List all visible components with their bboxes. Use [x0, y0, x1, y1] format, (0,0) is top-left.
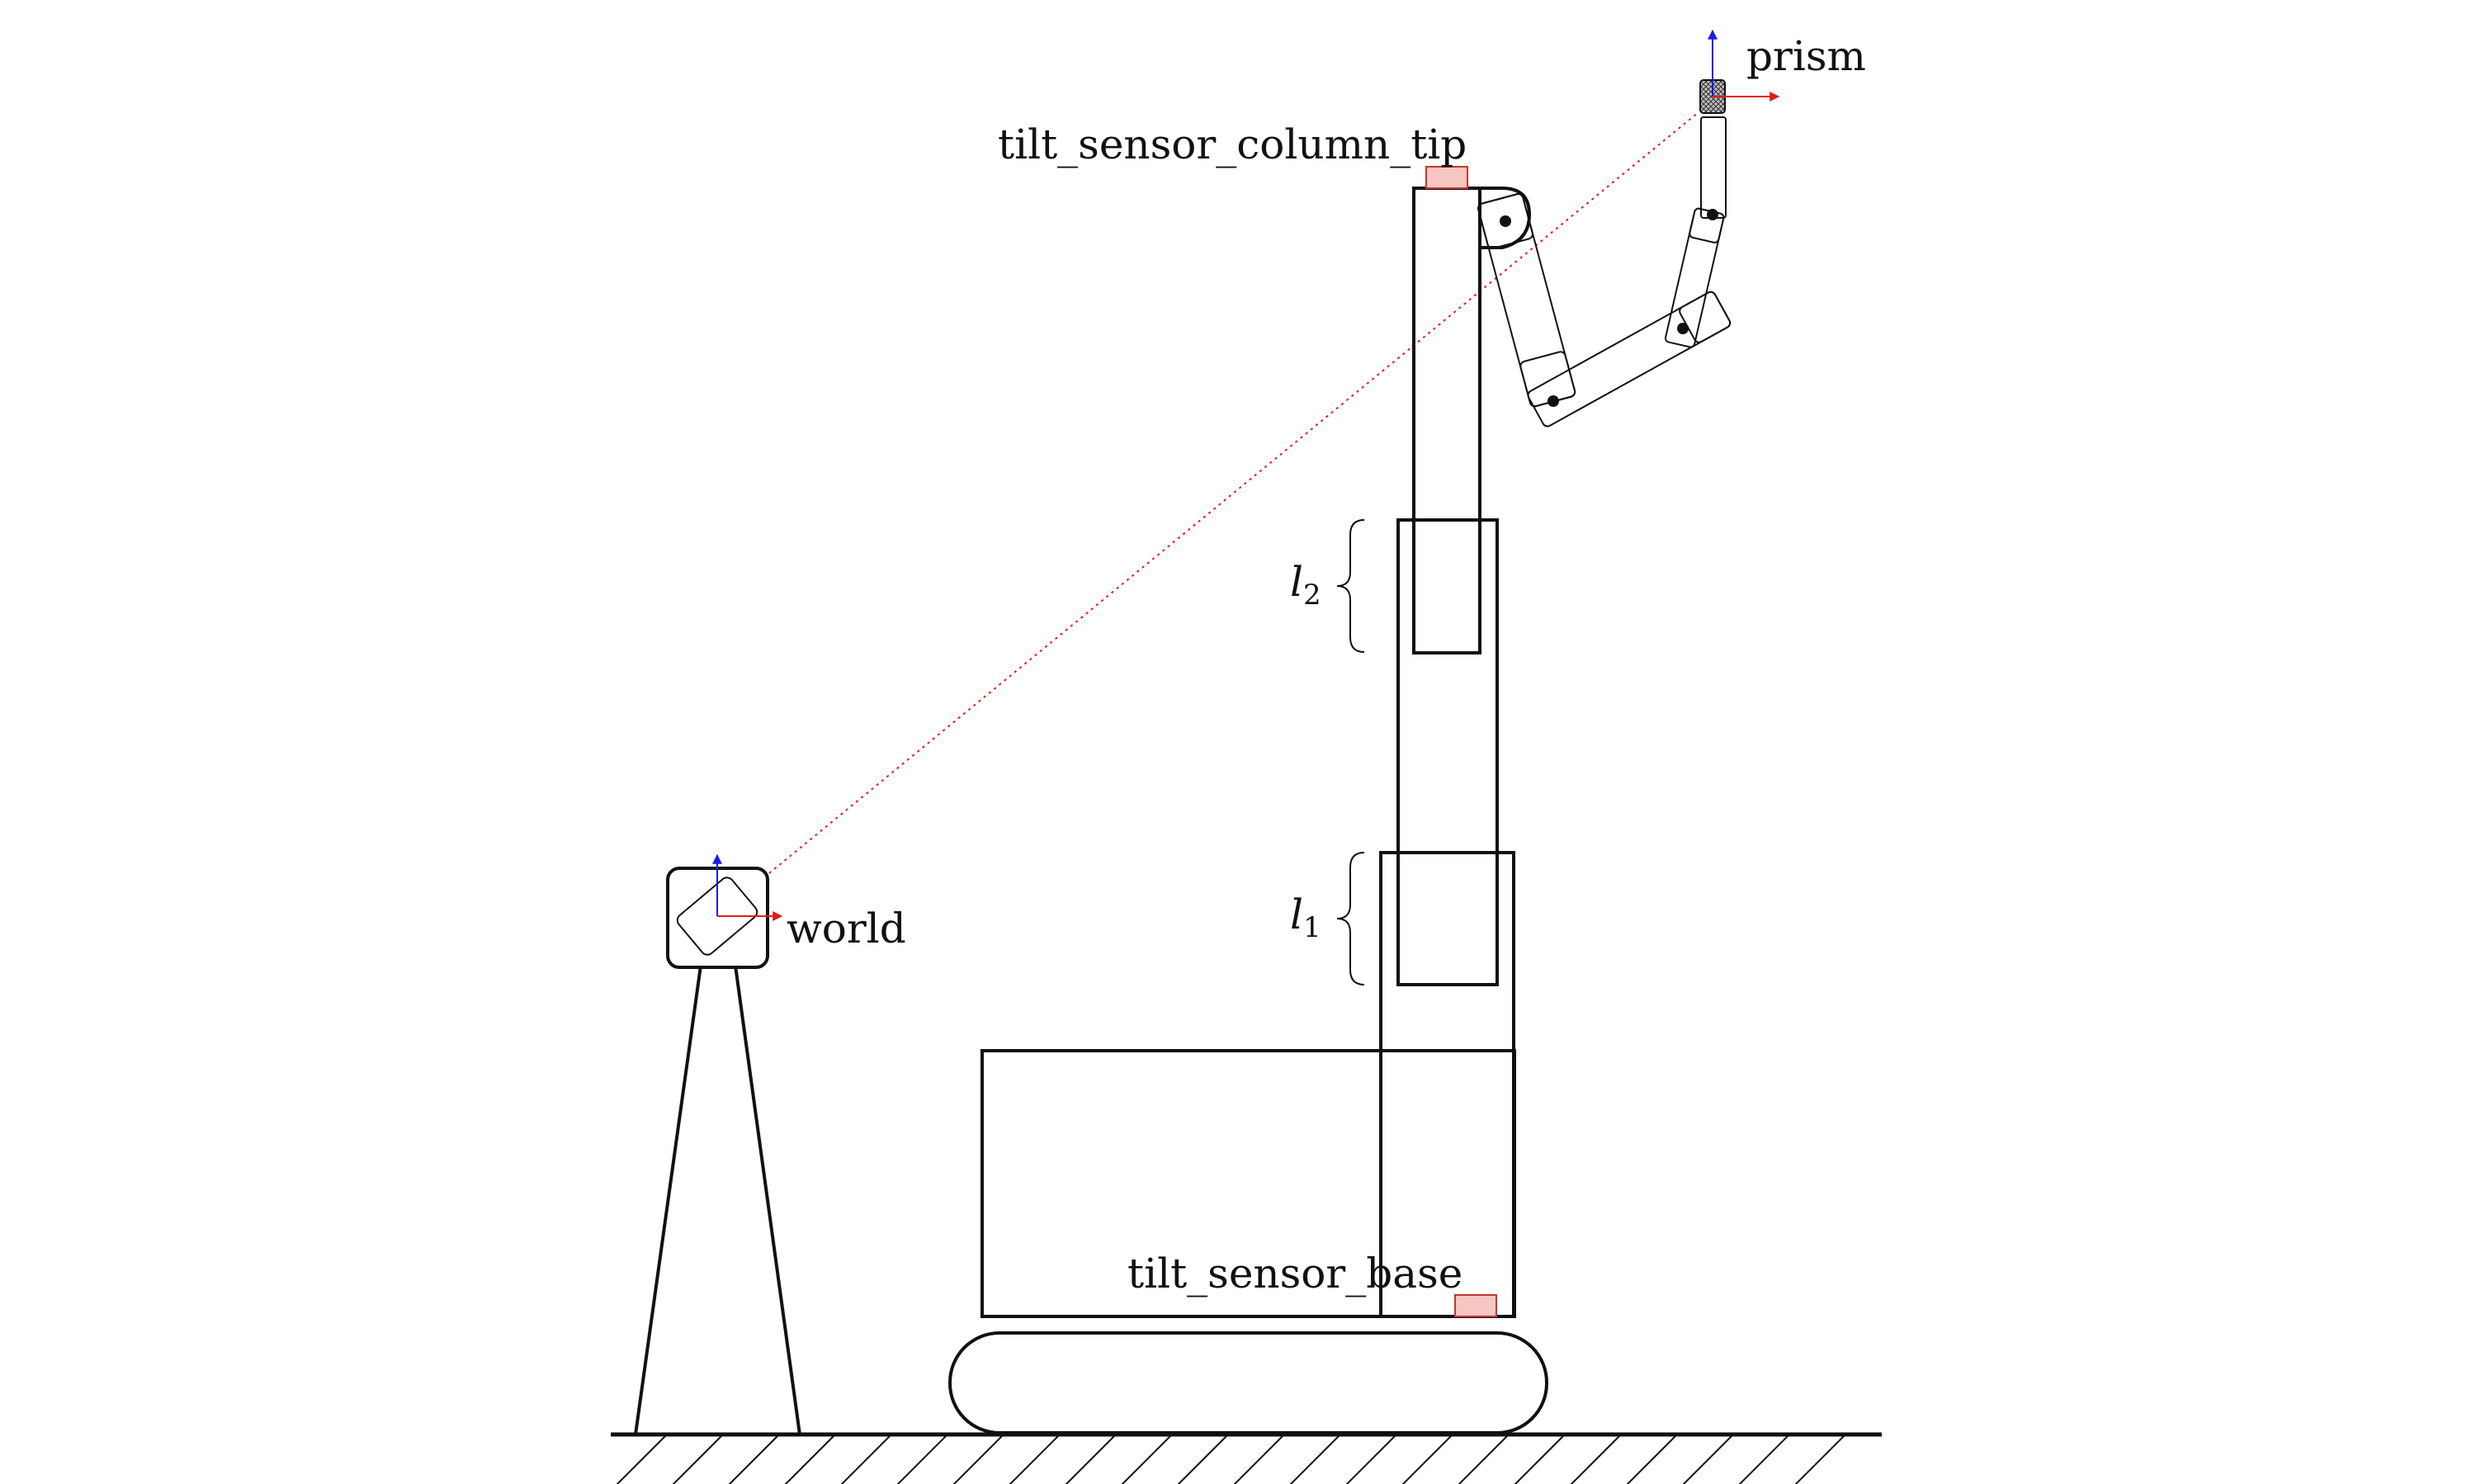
arm-joint-4 — [1707, 209, 1718, 220]
column-section-2 — [1396, 518, 1499, 986]
l2-label: l2 — [1290, 558, 1321, 612]
ground-hatching — [616, 1434, 1846, 1484]
arm-link-3 — [1664, 207, 1725, 348]
l1-label: l1 — [1290, 891, 1321, 944]
robot-arm — [1477, 116, 1732, 428]
arm-link-4 — [1700, 116, 1727, 219]
l1-brace — [1336, 852, 1365, 985]
arm-link-2 — [1527, 291, 1732, 428]
tilt-sensor-base-label: tilt_sensor_base — [1127, 1250, 1462, 1297]
total-station-tripod — [634, 965, 801, 1435]
ground — [611, 1432, 1882, 1484]
column-section-1 — [1379, 851, 1515, 1318]
crawler-track — [948, 1331, 1548, 1434]
tilt-sensor-column-tip — [1425, 166, 1468, 189]
arm-joint-2 — [1548, 395, 1559, 407]
tilt-sensor-column-tip-label: tilt_sensor_column_tip — [998, 121, 1467, 168]
prism-frame — [1708, 29, 1780, 102]
prism-label: prism — [1746, 32, 1866, 80]
world-label: world — [787, 905, 906, 952]
arm-joint-1 — [1500, 215, 1511, 227]
tilt-sensor-base — [1454, 1294, 1497, 1317]
line-of-sight — [768, 111, 1699, 874]
world-frame — [712, 853, 783, 921]
column-section-3 — [1412, 187, 1481, 655]
arm-joint-3 — [1677, 323, 1689, 334]
l2-brace — [1336, 519, 1365, 653]
